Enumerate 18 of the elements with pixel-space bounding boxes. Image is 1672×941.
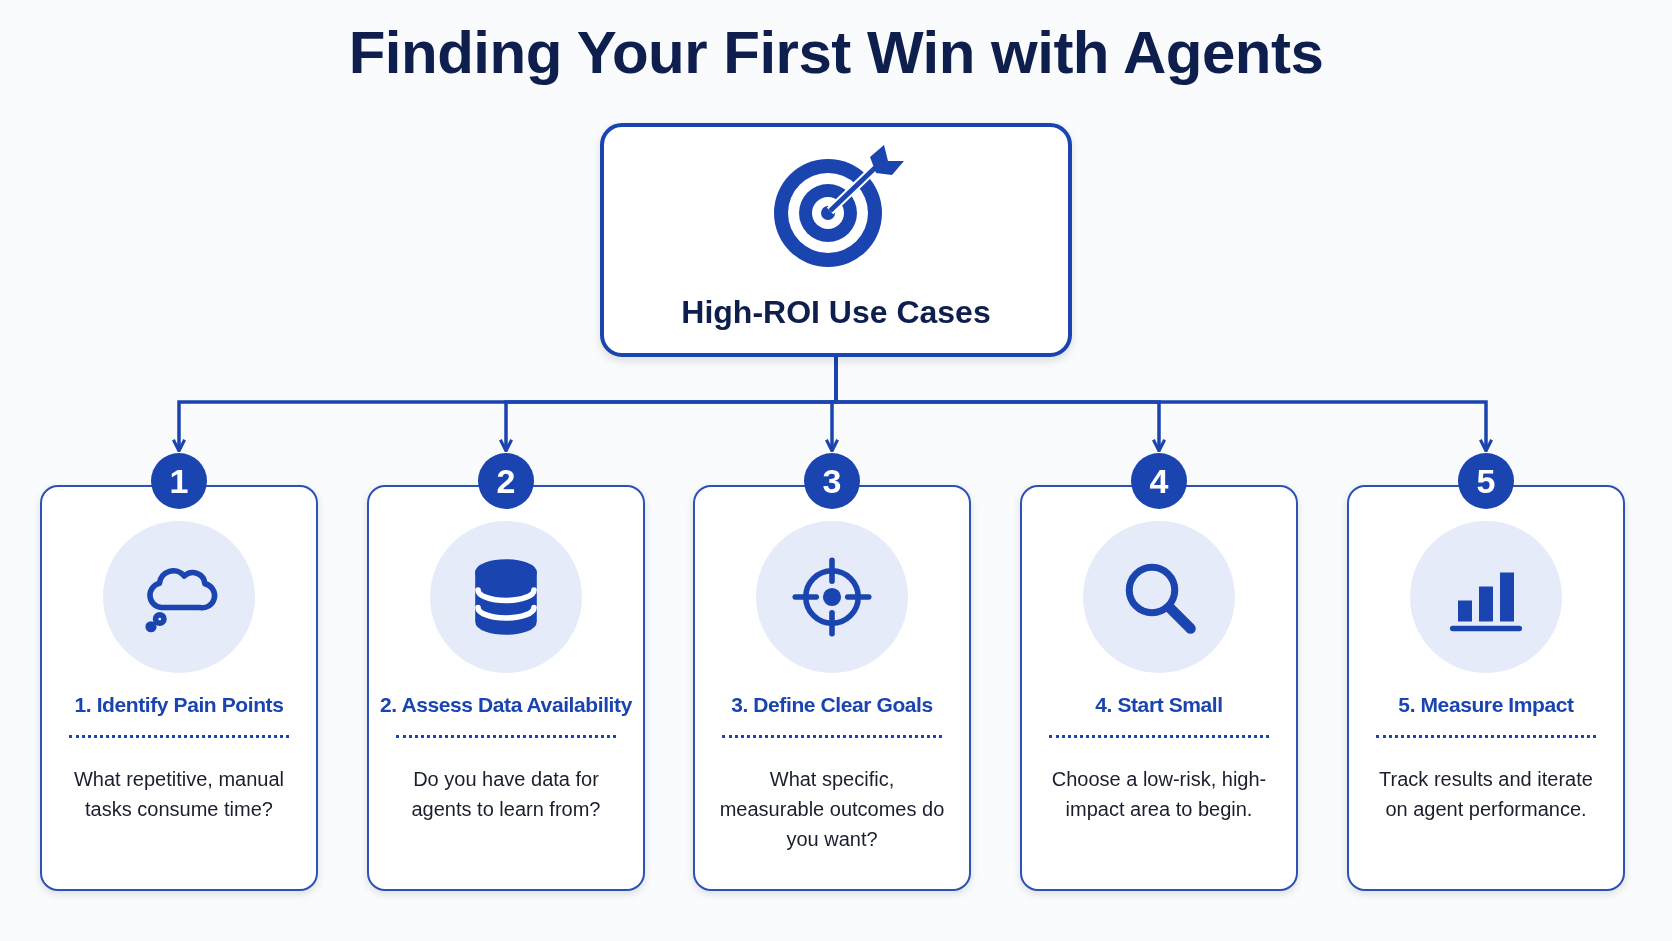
step-description: Do you have data for agents to learn from? — [410, 767, 602, 822]
step-number-badge: 1 — [151, 453, 207, 509]
step-title: 1. Identify Pain Points — [74, 693, 284, 717]
step-number-badge: 3 — [804, 453, 860, 509]
step-title: 4. Start Small — [1095, 693, 1223, 717]
title: Finding Your First Win with Agents — [347, 18, 1325, 87]
step-title: 2. Assess Data Availability — [380, 693, 632, 717]
step-title: 3. Define Clear Goals — [731, 693, 933, 717]
step-description: What specific, measurable outcomes do you want? — [718, 767, 946, 852]
step-description: Choose a low-risk, high-impact area to begin. — [1050, 767, 1268, 822]
step-title: 5. Measure Impact — [1398, 693, 1574, 717]
step-number-badge: 4 — [1131, 453, 1187, 509]
step-number-badge: 5 — [1458, 453, 1514, 509]
step-number-badge: 2 — [478, 453, 534, 509]
box-label: High-ROI Use Cases — [681, 294, 991, 331]
step-description: Track results and iterate on agent performance. — [1378, 767, 1594, 822]
step-description: What repetitive, manual tasks consume time? — [72, 767, 286, 822]
goal-box — [600, 123, 1072, 357]
